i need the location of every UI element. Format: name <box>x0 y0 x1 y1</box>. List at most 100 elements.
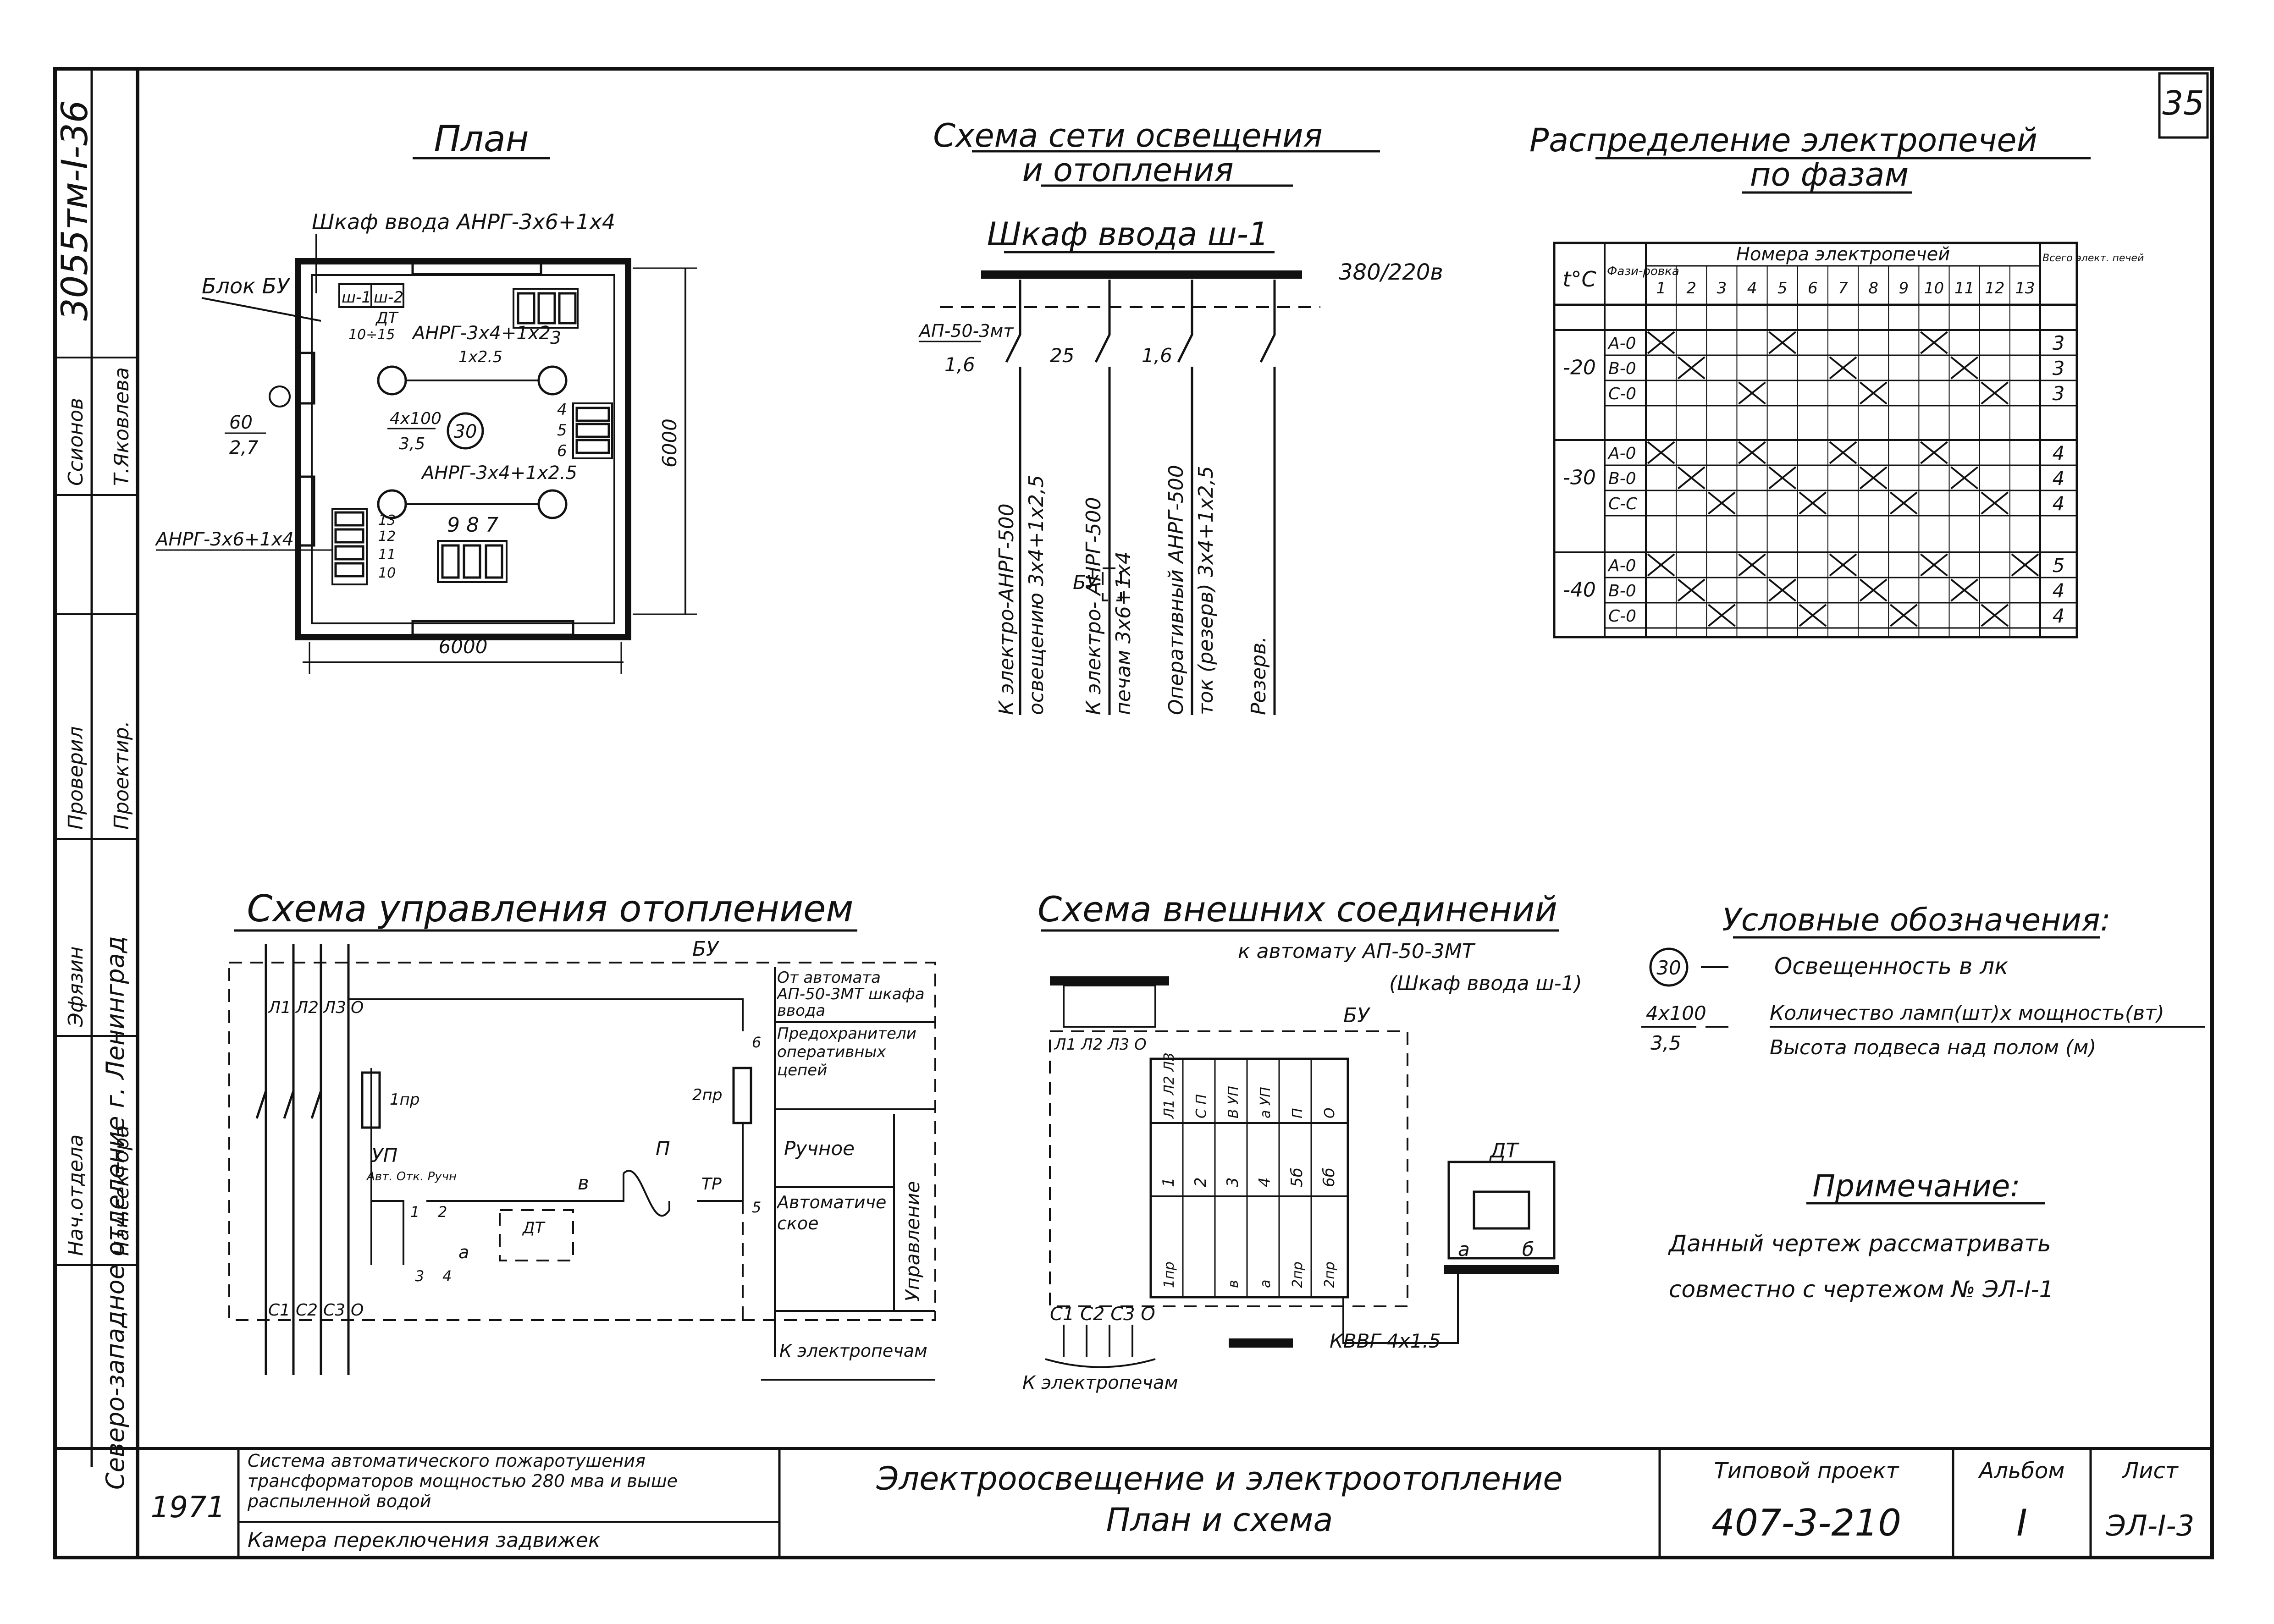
busbar <box>981 270 1302 279</box>
plan-heater-10: 10 <box>378 565 396 581</box>
lighting-cable-1: К электро-АНРГ-500 <box>995 503 1018 715</box>
stamp-role-3: Проверил <box>64 726 88 830</box>
table-x-mark <box>1647 441 1675 464</box>
stamp-name-1: Ссионов <box>64 398 88 486</box>
stamp-org: Северо-западное отделение г. Ленинград <box>101 936 130 1490</box>
table-total-cell: 4 <box>2053 605 2065 627</box>
lighting-title: Схема сети освещения <box>933 117 1322 154</box>
lighting-cable-3: Оперативный АНРГ-500 <box>1165 465 1188 715</box>
control-c1: С1 <box>268 1301 290 1320</box>
plan-dim-v: 6000 <box>658 418 681 468</box>
ext-term-mid-0: 1 <box>1159 1177 1178 1187</box>
table-x-mark <box>1677 578 1706 602</box>
tb-sheet-label: Лист <box>2121 1458 2179 1484</box>
control-fuse-1: 1пр <box>390 1090 419 1109</box>
ext-dt-bar <box>1444 1265 1559 1274</box>
table-total-cell: 3 <box>2053 382 2065 405</box>
table-header-numbers: Номера электропечей <box>1736 244 1950 265</box>
control-up: УП <box>371 1144 397 1167</box>
legend-frac-text-bot: Высота подвеса над полом (м) <box>1770 1036 2096 1059</box>
table-total-cell: 5 <box>2053 554 2065 577</box>
table-number-header: 4 <box>1747 279 1757 297</box>
ext-term-mid-4: 5б <box>1288 1167 1306 1187</box>
table-x-mark <box>1799 604 1827 627</box>
control-l2: Л2 <box>295 998 319 1017</box>
table-total-cell: 3 <box>2053 357 2065 380</box>
table-number-header: 10 <box>1924 279 1944 297</box>
tb-album-label: Альбом <box>1978 1458 2065 1484</box>
external-busbar <box>1050 976 1169 985</box>
table-x-mark <box>1981 604 2009 627</box>
control-fuse-2: 2пр <box>692 1086 722 1104</box>
table-phase-cell: А-0 <box>1607 556 1636 575</box>
table-phase-cell: В-0 <box>1608 582 1636 600</box>
ext-term-bot-2: а <box>1258 1280 1274 1288</box>
plan-cable-1b: 1х2.5 <box>458 348 502 366</box>
note-line-1: Данный чертеж рассматривать <box>1668 1230 2051 1257</box>
ext-term-top-3: а УП <box>1258 1087 1274 1118</box>
note-section: Примечание: Данный чертеж рассматривать … <box>1668 1168 2053 1303</box>
plan-title: План <box>434 119 529 160</box>
plan-heaters-bottom: 9 8 7 <box>447 513 498 537</box>
table-x-mark <box>1950 578 1978 602</box>
table-number-header: 6 <box>1808 279 1818 297</box>
control-c0: О <box>351 1301 364 1320</box>
ext-term-top-5: О <box>1322 1107 1338 1118</box>
control-n1: 1 <box>410 1203 419 1221</box>
table-x-mark <box>1859 466 1888 490</box>
table-x-mark <box>1889 604 1918 627</box>
ext-term-bot-1: в <box>1225 1280 1242 1288</box>
control-bu: БУ <box>692 937 720 961</box>
lighting-voltage: 380/220в <box>1339 259 1443 285</box>
table-x-mark <box>1859 578 1888 602</box>
control-section: Схема управления отоплением БУ Л1 Л2 Л3 … <box>228 887 936 1381</box>
ext-term-bot-4: 2пр <box>1322 1261 1338 1288</box>
external-bu: БУ <box>1343 1004 1371 1027</box>
sheet-number: 35 <box>2162 84 2204 122</box>
lighting-cable-4: Резерв. <box>1247 636 1270 715</box>
control-legend-1: От автомата АП-50-3МТ шкафа ввода <box>777 969 925 1020</box>
control-legend-side: Управление <box>901 1181 924 1302</box>
table-header-t: t°C <box>1562 267 1596 292</box>
table-x-mark <box>1647 553 1675 577</box>
control-p: П <box>656 1137 670 1160</box>
external-to-breaker: к автомату АП-50-3МТ <box>1238 940 1476 963</box>
distribution-title: Распределение электропечей <box>1529 121 2037 159</box>
legend-frac-bot: 3,5 <box>1650 1032 1681 1054</box>
plan-sh1: ш-1 <box>342 288 371 307</box>
plan-dt-range: 10÷15 <box>348 327 395 343</box>
table-number-header: 9 <box>1899 279 1909 297</box>
plan-heater-6: 6 <box>557 442 567 460</box>
distribution-title-b: по фазам <box>1750 156 1909 193</box>
distribution-section: Распределение электропечей по фазам t°C … <box>1529 121 2144 639</box>
legend-frac-top: 4х100 <box>1646 1002 1706 1024</box>
table-number-header: 8 <box>1868 279 1878 297</box>
table-x-mark <box>1920 553 1948 577</box>
table-x-mark <box>1829 553 1857 577</box>
lighting-current-2: 25 <box>1050 344 1074 367</box>
table-phase-cell: В-0 <box>1608 359 1636 378</box>
lighting-cable-1b: освещению 3х4+1х2,5 <box>1025 475 1048 715</box>
control-a: а <box>458 1242 469 1262</box>
ext-c-labels: С1 С2 С3 О <box>1050 1304 1155 1325</box>
table-total-cell: 4 <box>2053 442 2065 464</box>
lighting-cable-2b: печам 3х6+1х4 <box>1112 551 1135 715</box>
external-title: Схема внешних соединений <box>1038 889 1557 930</box>
sheet-frame: 35 <box>53 67 2214 1559</box>
external-section: Схема внешних соединений к автомату АП-5… <box>1022 889 1582 1393</box>
table-x-mark <box>1647 331 1675 354</box>
control-legend-4: Автоматическое <box>777 1192 887 1233</box>
tb-desc: Система автоматического пожаротушения тр… <box>248 1451 678 1511</box>
table-x-mark <box>1829 441 1857 464</box>
stamp-name-0: Эфязин <box>64 946 88 1027</box>
plan-left-top: 60 <box>229 412 253 433</box>
table-number-header: 1 <box>1656 279 1666 297</box>
lighting-current-1: 1,6 <box>944 353 975 376</box>
table-phase-cell: В-0 <box>1608 469 1636 488</box>
plan-heater-3: 3 <box>550 328 561 348</box>
table-x-mark <box>1829 356 1857 380</box>
ext-term-top-0: Л1 Л2 Л3 <box>1161 1052 1177 1119</box>
ext-dt: ДТ <box>1489 1139 1519 1162</box>
table-group-temp: -20 <box>1563 356 1596 380</box>
table-phase-cell: С-С <box>1608 495 1638 513</box>
